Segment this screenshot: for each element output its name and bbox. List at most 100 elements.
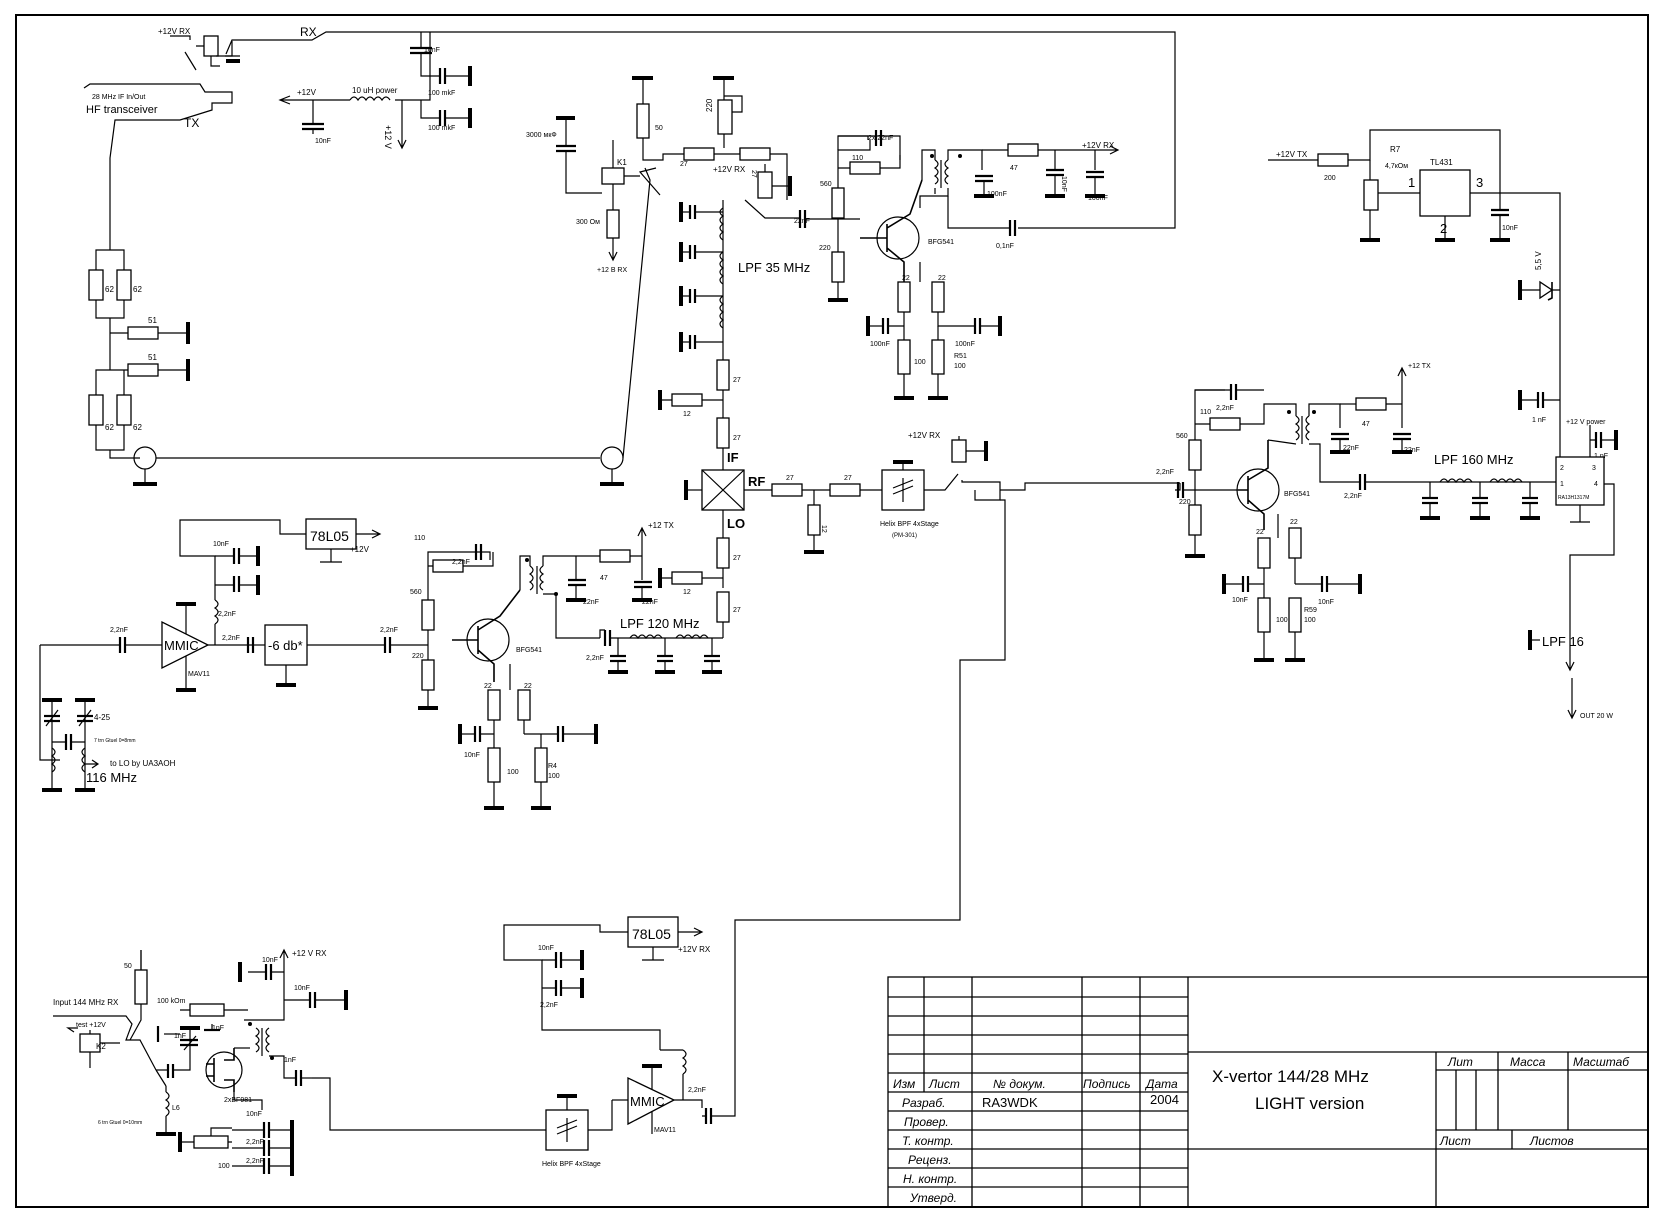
label-r110-a: 110 [852,155,863,162]
label-r62-d: 62 [133,423,142,432]
label-plus12v-power: +12 V power [1566,419,1606,426]
label-c1nf-d: 1nF [212,1025,224,1032]
tb-massa: Масса [1510,1055,1546,1069]
label-r27-f: 27 [844,475,852,482]
label-c10nf-e: 10nF [464,752,480,759]
label-mmic-b: MMIC [630,1094,665,1109]
label-test-12v: test +12V [76,1022,106,1029]
label-plus12v-vert: +12 V [383,125,393,149]
label-to-lo: to LO by UA3AOH [110,759,176,768]
label-r100-c: 100 [507,769,519,776]
label-c100nf-a: 100nF [987,191,1007,198]
label-r50-b: 50 [124,963,132,970]
label-78l05-a: 78L05 [310,528,349,544]
label-c10nf-k: 10nF [294,985,310,992]
label-bfg541-c: BFG541 [1284,491,1310,498]
label-r62-a: 62 [105,285,114,294]
label-freq-116: 116 MHz [86,770,137,785]
tb-header-izm: Изм [893,1077,915,1091]
label-out-20w: OUT 20 W [1580,713,1613,720]
label-c22nf-b: 22nF [583,599,599,606]
rx-lna-chain: 78L05 +12V RX 10nF 2,2nF 2,2nF MMIC MAV1… [53,916,720,1176]
label-c22nf-d: 22nF [1343,445,1359,452]
label-c1nf-e: 1nF [284,1057,296,1064]
label-c2-2nf-g: 2,2nF [1156,469,1174,476]
label-c10nf-f: 10nF [1502,225,1518,232]
label-r51-b: 51 [148,353,157,362]
label-r110-c: 110 [1200,409,1211,416]
tb-name-razrab: RA3WDK [982,1095,1038,1110]
tb-role-prover: Провер. [904,1115,949,1129]
label-coil-note-rx: 6 trn Gtuel 0=10mm [98,1120,142,1126]
label-c10nf-i: 10nF [538,945,554,952]
label-pa-pin3: 3 [1592,465,1596,472]
label-c2-2nf-k: 2,2nF [688,1087,706,1094]
label-r59: R59 [1304,607,1317,614]
rx-if-chain: 3000 мкФ K1 300 Ом +12 В RX 50 27 220 +1… [526,76,838,470]
label-c2-2nf-e: 2,2nF [452,559,470,566]
label-c100nf-b: 100nF [1088,195,1108,202]
label-plus12v-rx-relay: +12V RX [713,165,746,174]
label-r110-b: 110 [414,535,425,542]
label-c100nf-c: 100nF [870,341,890,348]
label-c10nf-c: 10nF [1060,176,1067,192]
label-lo: LO [727,516,745,531]
label-helix-bpf-b: Helix BPF 4xStage [542,1161,601,1168]
label-c10nf-j: 10nF [262,957,278,964]
lo-chain: 78L05 +12V 10nF 2,2nF 2,2nF MMIC MAV11 -… [39,518,723,810]
label-r22-c: 22 [484,683,492,690]
tb-title-line2: LIGHT version [1255,1094,1364,1113]
label-r27-d: 27 [733,435,741,442]
tb-list: Лист [1439,1134,1471,1148]
label-r7: R7 [1390,145,1401,154]
label-pm301: (PM-301) [892,533,917,539]
label-lpf35: LPF 35 MHz [738,260,810,275]
label-r100kom: 100 kOm [157,998,186,1005]
label-atten-6db: -6 db* [268,638,303,653]
label-r220-c: 220 [412,653,424,660]
label-c0-1nf: 0,1nF [996,243,1014,250]
label-r27-b: 27 [750,170,757,178]
label-c10nf-g: 10nF [1232,597,1248,604]
label-pa-module: RA13H1317M [1558,495,1589,501]
label-c2-2nf-b: 2,2nF [222,635,240,642]
tb-lit: Лит [1447,1055,1473,1069]
label-pin2: 2 [1440,221,1447,236]
label-c-100mkf-b: 100 mkF [428,125,455,132]
label-pa-pin1: 1 [1560,481,1564,488]
label-r100-f: 100 [1304,617,1316,624]
label-c2x22nf: 2x 22nF [868,135,893,142]
label-r100-g: 100 [218,1163,230,1170]
label-plus12v-rx-helix: +12V RX [908,431,941,440]
tb-header-list: Лист [928,1077,960,1091]
label-rf: RF [748,474,765,489]
label-r4: R4 [548,763,557,770]
label-c2-2nf-c: 2,2nF [380,627,398,634]
label-r22-b: 22 [938,275,946,282]
tb-header-podpis: Подпись [1083,1077,1131,1091]
label-l6: L6 [172,1105,180,1112]
label-bfg541-a: BFG541 [928,239,954,246]
label-c22nf-c: 22nF [642,599,658,606]
label-r4-7k: 4,7кОм [1385,163,1408,170]
label-r300: 300 Ом [576,219,600,226]
tb-masshtab: Масштаб [1573,1055,1630,1069]
tb-role-nkontr: Н. контр. [903,1172,957,1186]
tb-header-doc-no: № докум. [993,1077,1046,1091]
tx-driver: 2,2nF 560 220 110 2,2nF BFG541 22nF 47 +… [1156,363,1613,720]
label-r27-h: 27 [733,607,741,614]
label-c2-2nf-i: 2,2nF [1344,493,1362,500]
label-r47-b: 47 [600,575,608,582]
label-k1: K1 [617,158,627,167]
label-plus12v-a: +12V [350,545,370,554]
label-r12-a: 12 [683,411,691,418]
label-c3000: 3000 мкФ [526,132,557,139]
label-plus12v-tx: +12V TX [1276,150,1308,159]
label-r27-g: 27 [733,555,741,562]
label-mav11-b: MAV11 [654,1127,676,1134]
label-c2-2nf-h: 2,2nF [1216,405,1234,412]
bias-regulator: +12V TX 200 R7 4,7кОм 1 TL431 2 3 10nF 5… [1268,129,1618,672]
label-r62-c: 62 [105,423,114,432]
label-78l05-b: 78L05 [632,926,671,942]
